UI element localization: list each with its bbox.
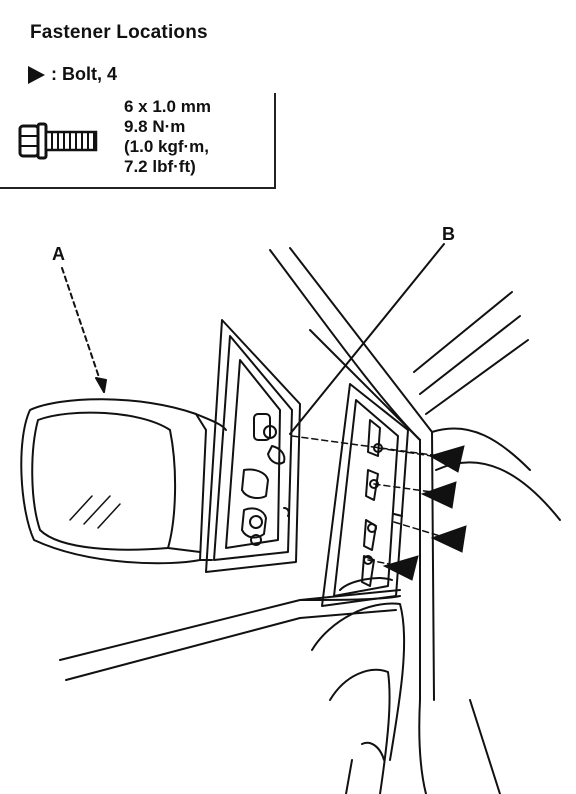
bolt-legend-label: : Bolt, 4 bbox=[51, 64, 117, 84]
mirror-housing bbox=[20, 398, 227, 565]
callout-b-leader bbox=[289, 243, 445, 435]
page-title: Fastener Locations bbox=[30, 22, 208, 43]
bolt-size: 6 x 1.0 mm bbox=[124, 97, 211, 116]
bolt-arrows bbox=[382, 445, 467, 581]
bolt-legend: : Bolt, 4 bbox=[28, 64, 117, 85]
mirror-base-plate bbox=[205, 319, 301, 573]
bolt-spec: 6 x 1.0 mm 9.8 N·m (1.0 kgf·m, 7.2 lbf·f… bbox=[124, 97, 211, 177]
callout-a-label: A bbox=[52, 244, 65, 264]
bolt-icon bbox=[18, 122, 98, 160]
door-mount-plate bbox=[321, 383, 409, 607]
callout-a-leader bbox=[61, 267, 107, 393]
callout-b-label: B bbox=[442, 224, 455, 244]
triangle-arrow-icon bbox=[28, 65, 45, 84]
bolt-arrow-1 bbox=[428, 445, 465, 473]
door-panel bbox=[59, 589, 406, 794]
spec-box bbox=[0, 93, 276, 189]
torque-nm: 9.8 N·m bbox=[124, 117, 186, 136]
torque-lbf: 7.2 lbf·ft) bbox=[124, 157, 196, 176]
alignment-lines bbox=[291, 435, 441, 567]
bolt-arrow-4 bbox=[382, 555, 419, 581]
door-frame bbox=[269, 247, 561, 794]
torque-kgf: (1.0 kgf·m, bbox=[124, 137, 210, 156]
bolt-arrow-3 bbox=[430, 525, 467, 553]
bolt-arrow-2 bbox=[420, 481, 457, 509]
mirror-glass bbox=[69, 495, 121, 529]
